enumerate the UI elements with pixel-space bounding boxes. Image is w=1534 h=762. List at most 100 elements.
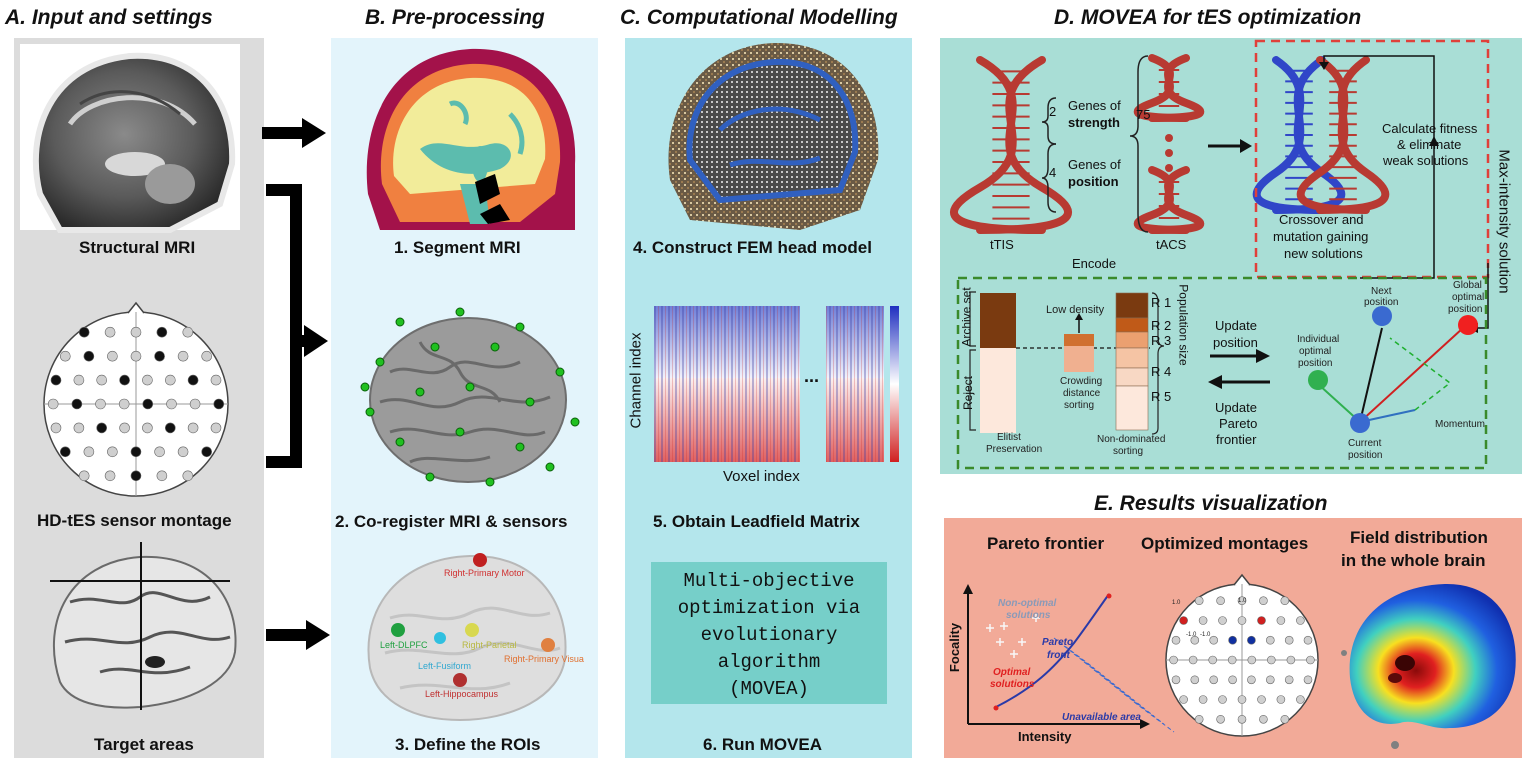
movea-box-line-5: (MOVEA)	[729, 678, 809, 700]
field-distribution-title-2: in the whole brain	[1341, 551, 1486, 570]
current-position-2: position	[1348, 450, 1383, 461]
panel-e-title: E. Results visualization	[1094, 492, 1328, 515]
electrode-dot	[1228, 675, 1237, 685]
electrode-dot	[1227, 655, 1237, 665]
electrode-dot	[130, 470, 142, 482]
unavailable-hatch	[1083, 661, 1125, 693]
structural-mri-image	[20, 44, 240, 233]
rank-bar	[1115, 331, 1149, 349]
update-pareto-arrow-head	[1208, 375, 1222, 389]
electrode-dot	[177, 446, 189, 458]
rank-bar	[1115, 317, 1149, 333]
sensor-marker	[465, 382, 475, 392]
electrode-dot	[1190, 675, 1200, 685]
electrode-dot	[182, 326, 194, 338]
electrode-dot	[118, 398, 130, 410]
panel-a-title: A. Input and settings	[5, 6, 213, 29]
loop-arrow-up-head	[1429, 136, 1439, 146]
brace-position	[1041, 143, 1057, 213]
electrode-dot	[104, 470, 116, 482]
loop-arrow-top-head	[1319, 62, 1329, 70]
label-ttis: tTIS	[990, 237, 1014, 252]
fitness-line-1: Calculate fitness	[1382, 121, 1478, 136]
next-position-1: Next	[1371, 286, 1392, 297]
electrode-dot	[1209, 675, 1219, 685]
electrode-dot	[1237, 616, 1247, 625]
coregister-caption: 2. Co-register MRI & sensors	[335, 512, 568, 531]
pareto-front-1: Pareto	[1042, 637, 1074, 648]
target-areas-caption: Target areas	[94, 735, 194, 754]
electrode-dot	[1284, 635, 1294, 645]
electrode-value-1: 1.0	[1172, 600, 1181, 606]
sensor-marker	[425, 472, 435, 482]
unavailable-area: Unavailable area	[1062, 712, 1141, 723]
electrode-dot	[210, 422, 222, 434]
electrode-dot	[177, 350, 189, 362]
vector-to-individual	[1317, 383, 1361, 423]
electrode-dot	[59, 350, 71, 362]
brace-strength	[1041, 97, 1057, 145]
electrode-dot	[187, 422, 199, 434]
unavailable-hatch	[1053, 637, 1095, 669]
electrode-dot	[187, 374, 199, 386]
sensor-marker	[430, 342, 440, 352]
non-optimal-point	[996, 638, 1004, 646]
optimal-point	[993, 705, 999, 711]
crossover-line-2: mutation gaining	[1273, 229, 1369, 244]
tacs-dna-helix-bottom	[1133, 166, 1205, 234]
electrode-dot	[1280, 715, 1290, 724]
electrode-dot	[142, 422, 153, 434]
label-num-2: 2	[1049, 104, 1057, 119]
field-distribution-title-1: Field distribution	[1350, 528, 1488, 547]
fem-caption: 4. Construct FEM head model	[633, 238, 872, 257]
electrode-dot	[1257, 616, 1266, 625]
unavailable-hatch	[1073, 653, 1115, 685]
electrode-dot	[1237, 596, 1247, 606]
electrode-dot	[1190, 635, 1200, 645]
electrode-dot	[96, 422, 107, 434]
rank-r3: R 3	[1151, 333, 1172, 348]
panel-d-title: D. MOVEA for tES optimization	[1054, 6, 1362, 29]
hd-tes-montage-diagram	[43, 301, 229, 497]
unavailable-hatch	[1093, 669, 1135, 701]
electrode-dot	[154, 446, 165, 458]
crossover-line-3: new solutions	[1284, 246, 1363, 261]
roi-label-right-visual: Right-Primary Visua	[504, 654, 584, 664]
y-axis-arrow	[963, 584, 973, 594]
electrode-dot	[78, 470, 90, 482]
parent-dna-helix-red	[1296, 56, 1390, 214]
individual-optimal-2: optimal	[1299, 346, 1332, 357]
hd-tes-montage-caption: HD-tES sensor montage	[37, 511, 232, 530]
electrode-dot	[83, 350, 95, 362]
electrode-dot	[1218, 616, 1227, 625]
momentum-label: Momentum	[1435, 419, 1486, 430]
matrix-ylabel: Channel index	[627, 332, 645, 429]
optimal-point	[1106, 593, 1112, 599]
electrode-value-2: 1.0	[1238, 598, 1247, 604]
movea-box-line-2: optimization via	[677, 597, 861, 619]
segmented-mri-image	[366, 48, 576, 230]
sensor-marker	[375, 357, 385, 367]
population-size-label: Population size	[1176, 284, 1191, 366]
electrode-dot	[1179, 616, 1188, 625]
fitness-line-2: & eliminate	[1397, 137, 1462, 152]
sensor-marker	[515, 442, 525, 452]
reject-bar	[980, 348, 1016, 433]
rank-bar	[1115, 385, 1149, 431]
electrode-dot	[1267, 655, 1276, 665]
electrode-dot	[1208, 655, 1218, 665]
reject-label: Reject	[961, 375, 976, 411]
electrode-dot	[1218, 695, 1227, 704]
crowding-line-1: Crowding	[1060, 376, 1103, 387]
electrode-dot	[1266, 675, 1275, 685]
non-dominated-line-1: Non-dominated	[1097, 434, 1166, 445]
electrode-dot	[201, 446, 212, 458]
unavailable-hatch	[1123, 693, 1165, 725]
electrode-dot	[50, 374, 62, 386]
electrode-dot	[1259, 596, 1268, 606]
roi-label-right-parietal: Right-Parietal	[462, 640, 517, 650]
electrode-dot	[59, 446, 71, 458]
pareto-front-curve	[993, 593, 1110, 709]
unavailable-hatch	[1113, 685, 1155, 717]
movea-box-line-3: evolutionary	[700, 624, 838, 646]
